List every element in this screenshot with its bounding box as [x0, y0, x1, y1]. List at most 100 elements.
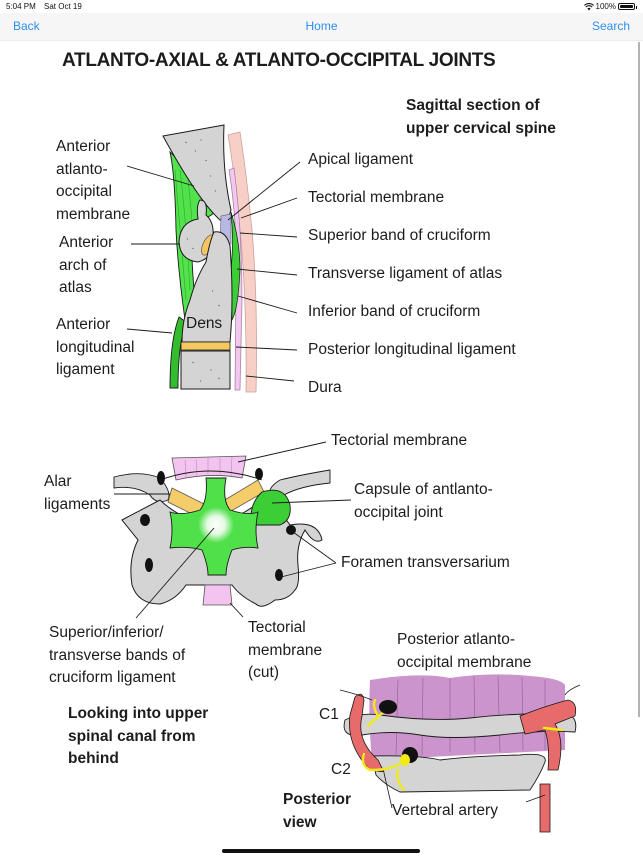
tectorial-membrane-cut	[202, 584, 233, 606]
foramen-transversarium-left-c2	[145, 558, 153, 572]
apical-ligament	[219, 213, 232, 247]
label-c2: C2	[331, 761, 351, 778]
label-anterior-longitudinal-ligament: Anterior longitudinal ligament	[56, 314, 134, 382]
label-vertebral-artery: Vertebral artery	[392, 802, 498, 819]
bone-speckles	[184, 139, 222, 383]
label-line: (cut)	[248, 664, 279, 681]
label-dura: Dura	[308, 379, 342, 396]
label-line: Posterior atlanto-	[397, 631, 516, 648]
occipital-bone	[162, 124, 232, 221]
battery-fill	[620, 5, 633, 8]
caption-line: view	[283, 813, 317, 831]
sagittal-heading: Sagittal section of upper cervical spine	[406, 95, 556, 140]
label-anterior-atlanto-occipital-membrane: Anterior atlanto- occipital membrane	[56, 136, 130, 226]
dura	[227, 131, 257, 393]
cruciform-ligament	[169, 477, 259, 576]
occipital-condyle-left	[113, 473, 170, 503]
vertebral-artery-left	[349, 693, 385, 773]
label-foramen-transversarium: Foramen transversarium	[341, 554, 510, 571]
home-button-wrap: Home	[0, 19, 643, 33]
canal-view-caption: Looking into upper spinal canal from beh…	[68, 703, 208, 771]
cruciform-green-strip	[230, 211, 241, 322]
atlanto-dens-joint	[201, 234, 215, 256]
posterior-atlanto-occipital-membrane	[369, 674, 565, 760]
label-line: membrane	[248, 641, 323, 659]
label-superior-band-cruciform: Superior band of cruciform	[308, 227, 491, 244]
label-inferior-band-cruciform: Inferior band of cruciform	[308, 303, 481, 320]
label-line: occipital	[56, 183, 112, 200]
sagittal-heading-line: Sagittal section of	[406, 97, 540, 114]
foramen-hole	[157, 471, 165, 485]
label-line: transverse bands of	[49, 646, 186, 664]
page-edge-scrollbar[interactable]	[638, 42, 640, 717]
label-alar-ligaments: Alar ligaments	[44, 471, 110, 516]
label-line: atlas	[59, 279, 92, 296]
label-line: Capsule of antlanto-	[354, 481, 493, 498]
label-transverse-ligament: Transverse ligament of atlas	[308, 265, 503, 282]
alar-ligament-left	[167, 487, 213, 521]
label-line: Alar	[44, 473, 72, 490]
status-bar: 5:04 PM Sat Oct 19 100%	[0, 0, 643, 13]
page-title: ATLANTO-AXIAL & ATLANTO-OCCIPITAL JOINTS	[62, 50, 496, 71]
label-capsule-atlanto-occipital: Capsule of antlanto- occipital joint	[354, 479, 493, 524]
label-apical-ligament: Apical ligament	[308, 151, 414, 168]
label-c1: C1	[319, 706, 339, 723]
label-line: occipital joint	[354, 503, 443, 521]
label-line: longitudinal	[56, 338, 135, 356]
sagittal-left-leaders	[126, 165, 195, 334]
nerves	[361, 698, 564, 792]
foramen-transversarium-right-c2	[275, 569, 283, 581]
label-tectorial-membrane: Tectorial membrane	[308, 189, 445, 206]
alar-ligament-right	[217, 479, 265, 515]
search-button[interactable]: Search	[591, 19, 630, 33]
sagittal-right-leaders	[227, 161, 301, 382]
label-line: Superior/inferior/	[49, 624, 164, 641]
foramen-hole	[255, 468, 263, 480]
caption-line: Posterior	[283, 791, 352, 808]
wifi-icon	[583, 2, 594, 10]
status-date: Sat Oct 19	[44, 2, 82, 11]
posterior-view-leaders	[339, 684, 581, 809]
label-dens: Dens	[186, 315, 223, 332]
canal-view-leaders	[114, 441, 352, 619]
cruciform-glow	[198, 507, 234, 543]
c2-lamina	[371, 753, 546, 793]
sagittal-section-diagram	[126, 124, 301, 393]
c1-nerve-root	[379, 700, 397, 714]
label-tectorial-membrane-cut: Tectorial membrane (cut)	[248, 617, 322, 685]
vertebral-artery-right-lower	[539, 783, 551, 833]
label-posterior-atlanto-occipital-membrane: Posterior atlanto- occipital membrane	[397, 629, 531, 674]
label-line: ligament	[56, 361, 115, 378]
anterior-atlanto-occipital-membrane	[169, 150, 223, 322]
tectorial-membrane-top	[171, 455, 247, 481]
anterior-longitudinal-ligament	[169, 316, 187, 389]
posterior-longitudinal-ligament	[228, 167, 243, 391]
label-line: cruciform ligament	[49, 669, 176, 686]
atlas-axis-bone	[121, 499, 323, 607]
label-line: Anterior	[59, 234, 114, 251]
caption-line: behind	[68, 750, 119, 767]
label-cruciform-ligament: Superior/inferior/ transverse bands of c…	[49, 622, 185, 690]
status-indicators: 100%	[583, 2, 637, 11]
c3-body	[180, 350, 231, 390]
c2-nerve-root	[402, 747, 418, 763]
label-line: Tectorial	[248, 619, 306, 636]
intervertebral-disc	[180, 341, 231, 351]
home-indicator[interactable]	[222, 849, 420, 853]
label-tectorial-membrane-canal: Tectorial membrane	[331, 432, 468, 449]
foramen-magnum-arc	[159, 470, 263, 481]
battery-icon	[618, 3, 637, 10]
home-button[interactable]: Home	[305, 19, 338, 33]
back-button[interactable]: Back	[13, 19, 40, 33]
occipital-condyle-right	[268, 469, 331, 503]
label-line: membrane	[56, 205, 131, 223]
label-line: ligaments	[44, 495, 111, 513]
posterior-view-caption: Posterior view	[283, 789, 351, 834]
nav-bar: Back Home Search	[0, 13, 643, 41]
label-line: atlanto-	[56, 160, 108, 178]
c2-ganglion	[400, 754, 410, 766]
caption-line: spinal canal from	[68, 727, 196, 745]
label-line: arch of	[59, 256, 107, 274]
anterior-arch-of-atlas	[178, 199, 214, 263]
label-line: Anterior	[56, 316, 111, 333]
